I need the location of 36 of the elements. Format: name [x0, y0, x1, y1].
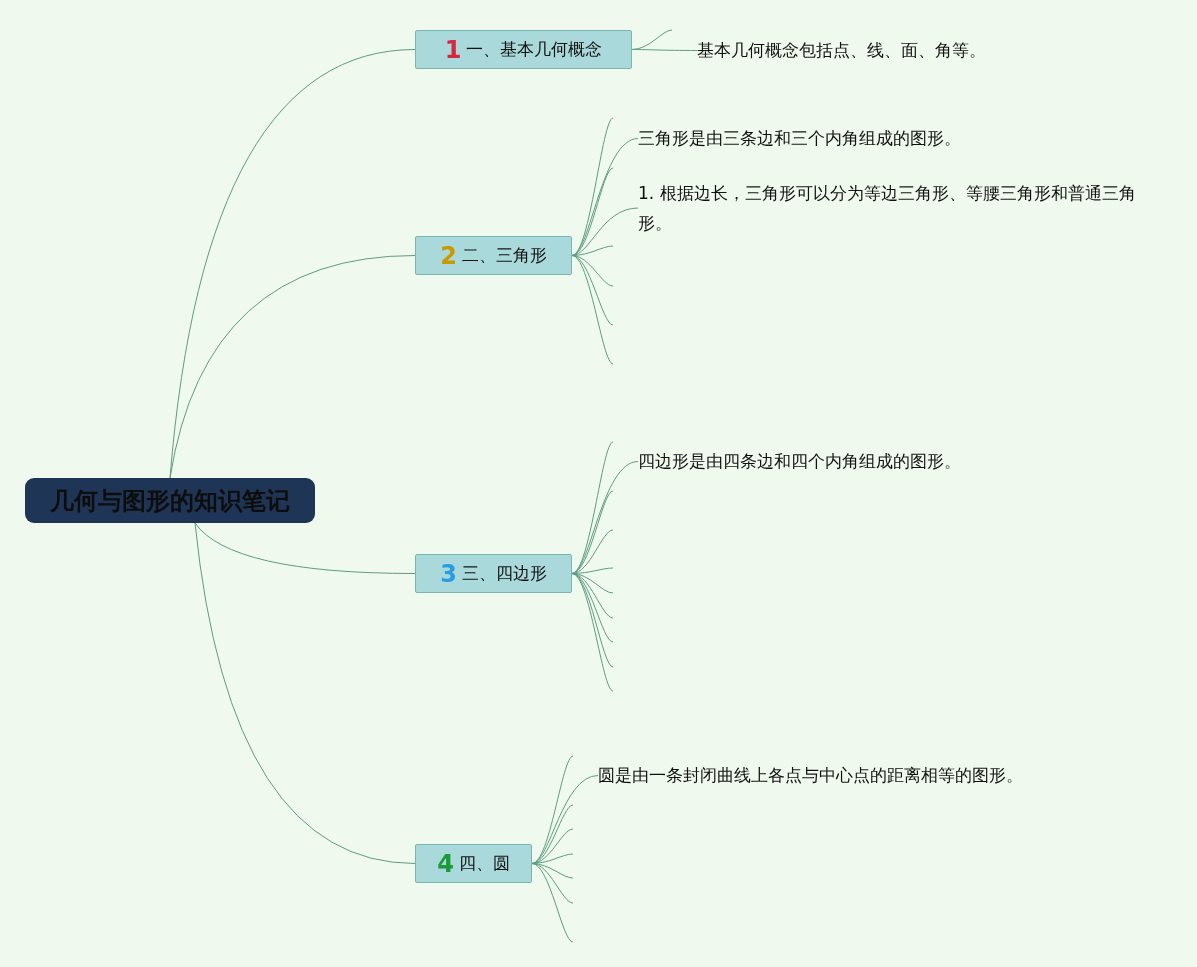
branch-line — [571, 461, 639, 574]
branch-line — [571, 573, 614, 668]
branch-line — [631, 49, 698, 51]
branch-line — [194, 522, 416, 574]
branch-line — [571, 255, 614, 365]
central-topic: 几何与图形的知识笔记 — [25, 478, 315, 523]
note-text: 基本几何概念包括点、线、面、角等。 — [697, 40, 1057, 61]
note-text: 三角形是由三条边和三个内角组成的图形。 — [638, 128, 1058, 149]
topic-box — [415, 554, 572, 593]
branch-line — [571, 138, 639, 256]
note-text: 四边形是由四条边和四个内角组成的图形。 — [638, 451, 1058, 472]
branch-line — [571, 207, 639, 256]
branch-line — [531, 863, 574, 943]
topic-box — [415, 844, 532, 883]
topic-number: 4 — [437, 849, 454, 878]
branch-line — [169, 49, 416, 479]
branch-line — [531, 775, 599, 864]
topic-title: 二、三角形 — [461, 244, 547, 267]
topic-number: 2 — [440, 241, 457, 270]
note-text: 1. 根据边长，三角形可以分为等边三角形、等腰三角形和普通三角形。 — [638, 178, 1143, 238]
topic-box — [415, 236, 572, 275]
topic-number: 1 — [444, 35, 462, 64]
note-text: 圆是由一条封闭曲线上各点与中心点的距离相等的图形。 — [598, 765, 1118, 786]
branch-line — [571, 573, 614, 643]
branch-line — [531, 804, 574, 864]
topic-title: 三、四边形 — [461, 562, 547, 585]
topic-box — [415, 30, 632, 69]
branch-line — [571, 529, 614, 574]
topic-number: 3 — [440, 559, 457, 588]
branch-line — [531, 863, 574, 904]
branch-line — [571, 573, 614, 692]
branch-line — [571, 255, 614, 326]
topic-title: 四、圆 — [458, 852, 510, 875]
branch-line — [169, 255, 416, 479]
branch-line — [194, 522, 416, 864]
topic-title: 一、基本几何概念 — [466, 38, 603, 61]
